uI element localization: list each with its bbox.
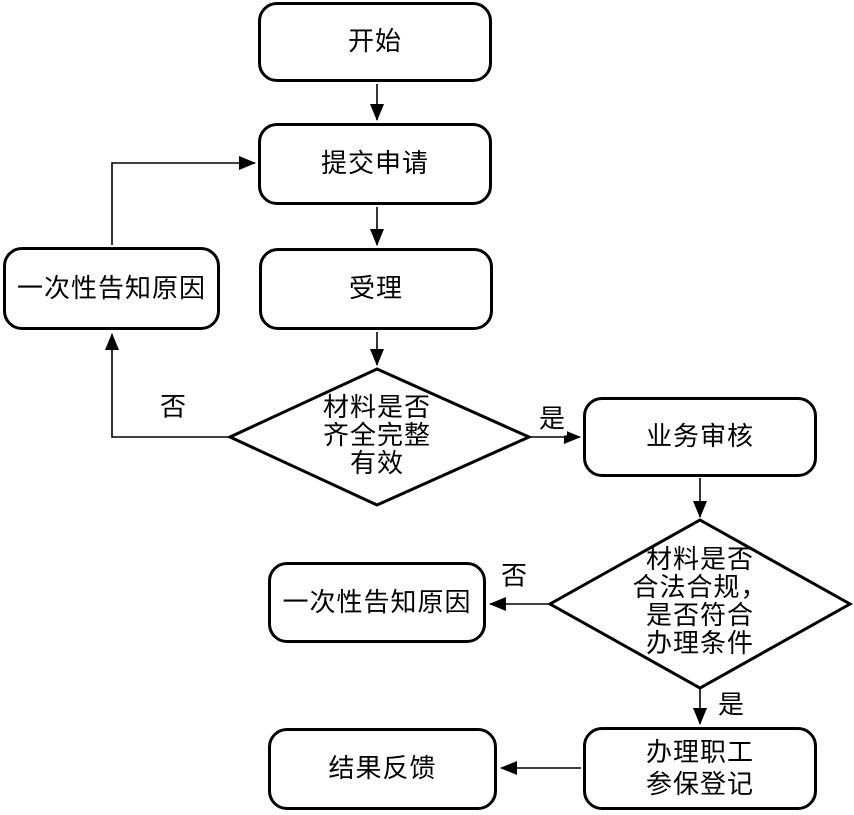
edge-label-yes-1: 是 <box>536 398 568 436</box>
node-register-insurance: 办理职工 参保登记 <box>583 727 817 810</box>
decision2-line2: 合法合规， <box>632 573 768 602</box>
node-business-review-label: 业务审核 <box>645 422 754 451</box>
decision2-label: 材料是否 合法合规， 是否符合 办理条件 <box>625 546 775 658</box>
edge-label-yes-2: 是 <box>715 684 747 722</box>
node-result-feedback-label: 结果反馈 <box>328 754 437 783</box>
node-business-review: 业务审核 <box>583 397 817 477</box>
edge-label-no-2: 否 <box>498 555 530 593</box>
node-submit-application: 提交申请 <box>258 123 492 205</box>
node-submit-application-label: 提交申请 <box>320 149 429 178</box>
node-notify-reason-1: 一次性告知原因 <box>3 247 220 330</box>
node-register-insurance-line2: 参保登记 <box>645 769 754 799</box>
node-accept-label: 受理 <box>348 274 403 303</box>
decision1-line3: 有效 <box>349 449 404 478</box>
node-register-insurance-line1: 办理职工 <box>645 737 754 767</box>
node-accept: 受理 <box>259 248 493 330</box>
decision2-diamond-shape <box>546 518 854 690</box>
decision1-diamond-shape <box>226 367 533 507</box>
decision2-line4: 办理条件 <box>645 629 754 658</box>
decision2-line3: 是否符合 <box>645 601 754 630</box>
node-start: 开始 <box>258 2 492 82</box>
edge-reason1-to-submit <box>111 156 256 245</box>
node-result-feedback: 结果反馈 <box>268 728 497 810</box>
node-start-label: 开始 <box>347 27 402 56</box>
decision1-line1: 材料是否 <box>322 393 431 422</box>
node-notify-reason-1-label: 一次性告知原因 <box>16 273 206 303</box>
decision2-line1: 材料是否 <box>645 545 754 574</box>
node-notify-reason-2-label: 一次性告知原因 <box>282 587 472 617</box>
edge-decision1-no-to-reason1 <box>105 333 230 438</box>
decision1-line2: 齐全完整 <box>322 421 431 450</box>
node-notify-reason-2: 一次性告知原因 <box>268 562 486 643</box>
decision1-label: 材料是否 齐全完整 有效 <box>307 394 447 478</box>
edge-label-no-1: 否 <box>157 386 189 424</box>
